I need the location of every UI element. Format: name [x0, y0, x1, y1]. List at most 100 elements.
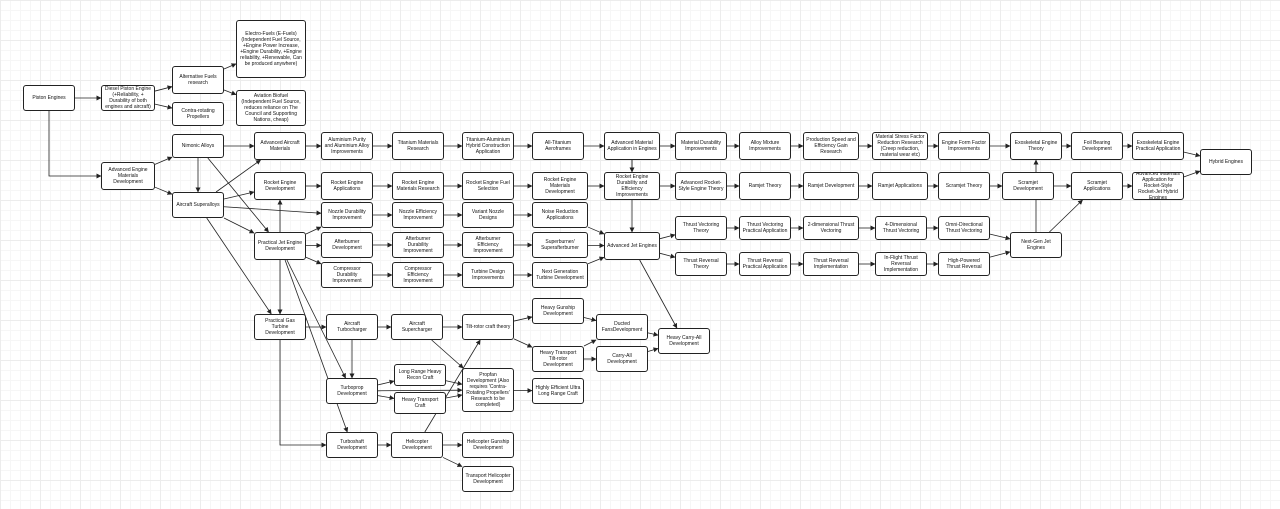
tech-node-exoskel[interactable]: Exoskeletal Engine Theory — [1010, 132, 1062, 160]
tech-node-turbinedesign[interactable]: Turbine Design Improvements — [462, 262, 514, 288]
tech-node-ramjetapp[interactable]: Ramjet Applications — [872, 172, 928, 200]
tech-node-efficientultra[interactable]: Highly Efficient Ultra Long Range Craft — [532, 378, 584, 404]
tech-node-prodspeed[interactable]: Production Speed and Efficiency Gain Res… — [803, 132, 859, 160]
tech-node-turbocharger[interactable]: Aircraft Turbocharger — [326, 314, 378, 340]
tech-node-ductedfans[interactable]: Ducted FansDevelopment — [596, 314, 648, 340]
tech-node-heavytransport[interactable]: Heavy Transport Craft — [394, 392, 446, 414]
tech-node-noise[interactable]: Noise Reduction Applications — [532, 202, 588, 228]
tech-node-alltitanium[interactable]: All-Titanium Aeroframes — [532, 132, 584, 160]
tech-node-rocketdur[interactable]: Rocket Engine Durability and Efficiency … — [604, 172, 660, 200]
tech-node-superalloys[interactable]: Aircraft Superalloys — [172, 192, 224, 218]
tech-node-tvtheory[interactable]: Thrust Vectoring Theory — [675, 216, 727, 240]
tech-node-hybrid[interactable]: Hybrid Engines — [1200, 149, 1252, 175]
tech-node-advjet[interactable]: Advanced Jet Engines — [604, 232, 660, 260]
tech-node-supercharger[interactable]: Aircraft Supercharger — [391, 314, 443, 340]
tech-node-superburner[interactable]: Superburner/ Superafterburner — [532, 232, 588, 258]
tech-node-ramjetdev[interactable]: Ramjet Development — [803, 172, 859, 200]
edge-advmatrocket-to-hybrid — [1183, 170, 1201, 178]
tech-node-tialhybrid[interactable]: Titanium-Aluminium Hybrid Construction A… — [462, 132, 514, 160]
tech-node-advmat[interactable]: Advanced Engine Materials Development — [101, 162, 155, 190]
tech-node-label: Compressor Efficiency Improvement — [403, 266, 433, 284]
tech-node-trinflight[interactable]: In-Flight Thrust Reversal Implementation — [875, 252, 927, 276]
tech-node-scramtheory[interactable]: Scramjet Theory — [938, 172, 990, 200]
tech-node-abeff[interactable]: Afterburner Efficiency Improvement — [462, 232, 514, 258]
tech-node-trapp[interactable]: Thrust Reversal Practical Application — [739, 252, 791, 276]
tech-node-tv2d[interactable]: 2-dimensional Thrust Vectoring — [803, 216, 859, 240]
tech-node-practjet[interactable]: Practical Jet Engine Development — [254, 232, 306, 260]
tech-node-heligunship[interactable]: Helicopter Gunship Development — [462, 432, 514, 458]
tech-node-label: Titanium-Aluminium Hybrid Construction A… — [466, 137, 510, 155]
tech-node-heavygunship[interactable]: Heavy Gunship Development — [532, 298, 584, 324]
tech-node-trhigh[interactable]: High-Powered Thrust Reversal — [938, 252, 990, 276]
tech-node-afterburner[interactable]: Afterburner Development — [321, 232, 373, 258]
tech-node-rocketdev[interactable]: Rocket Engine Development — [254, 172, 306, 200]
tech-node-tv4d[interactable]: 4-Dimensional Thrust Vectoring — [875, 216, 927, 240]
edge-tvomni-to-nextgenjet — [989, 233, 1011, 241]
tech-node-rocketfuel[interactable]: Rocket Engine Fuel Selection — [462, 172, 514, 200]
tech-node-nextgenturbine[interactable]: Next Generation Turbine Development — [532, 262, 588, 288]
tech-node-nozzleeff[interactable]: Nozzle Efficiency Improvement — [392, 202, 444, 228]
tech-node-nimonic[interactable]: Nimonic Alloys — [172, 134, 224, 158]
tech-node-trtheory[interactable]: Thrust Reversal Theory — [675, 252, 727, 276]
tech-node-abdur[interactable]: Afterburner Durability Improvement — [392, 232, 444, 258]
tech-node-practgas[interactable]: Practical Gas Turbine Development — [254, 314, 306, 340]
tech-node-alloymix[interactable]: Alloy Mixture Improvements — [739, 132, 791, 160]
tech-node-foilbearing[interactable]: Foil Bearing Development — [1071, 132, 1123, 160]
tech-node-turboshaft[interactable]: Turboshaft Development — [326, 432, 378, 458]
tech-node-advmatrocket[interactable]: Advanced Materials Application for Rocke… — [1132, 172, 1184, 200]
edge-advmat-to-nimonic — [154, 156, 173, 165]
tech-node-exoskelapp[interactable]: Exoskeletal Engine Practical Application — [1132, 132, 1184, 160]
tech-node-label: Exoskeletal Engine Theory — [1014, 140, 1058, 152]
tech-node-carryall[interactable]: Carry-All Development — [596, 346, 648, 372]
tech-node-rocketmat[interactable]: Rocket Engine Materials Research — [392, 172, 444, 200]
edge-turboprop-to-heavytransport — [377, 395, 395, 401]
tech-node-tiltrotor[interactable]: Tilt-rotor craft theory — [462, 314, 514, 340]
tech-node-contra[interactable]: Contra-rotating Propellers — [172, 102, 224, 126]
tech-node-rocketapp[interactable]: Rocket Engine Applications — [321, 172, 373, 200]
tech-node-label: Helicopter Development — [402, 439, 432, 451]
edge-altfuels-to-efuels — [223, 63, 237, 70]
tech-node-titmat[interactable]: Titanium Materials Research — [392, 132, 444, 160]
tech-node-transheli[interactable]: Transport Helicopter Development — [462, 466, 514, 492]
tech-node-scramapp[interactable]: Scramjet Applications — [1071, 172, 1123, 200]
tech-node-helicopter[interactable]: Helicopter Development — [391, 432, 443, 458]
tech-node-piston[interactable]: Piston Engines — [23, 85, 75, 111]
tech-node-diesel[interactable]: Diesel Piston Engine (+Reliability, + Du… — [101, 85, 155, 111]
tech-node-heavytransporttilt[interactable]: Heavy Transport Tilt-rotor Development — [532, 346, 584, 372]
tech-node-label: Material Stress Factor Reduction Researc… — [875, 134, 925, 158]
tech-node-aluminium[interactable]: Aluminium Purity and Aluminium Alloy Imp… — [321, 132, 373, 160]
edge-heavytransporttilt-to-ductedfans — [583, 339, 597, 347]
tech-node-tvapp[interactable]: Thrust Vectoring Practical Application — [739, 216, 791, 240]
edge-heavygunship-to-ductedfans — [583, 316, 597, 322]
tech-node-label: Practical Gas Turbine Development — [265, 318, 295, 336]
tech-node-compeff[interactable]: Compressor Efficiency Improvement — [392, 262, 444, 288]
edge-practgas-to-turboshaft — [279, 340, 327, 448]
tech-node-nextgenjet[interactable]: Next-Gen Jet Engines — [1010, 232, 1062, 258]
tech-node-longrange[interactable]: Long Range Heavy Recon Craft — [394, 364, 446, 386]
tech-node-label: Thrust Reversal Theory — [683, 258, 719, 270]
tech-node-formfactor[interactable]: Engine Form Factor Improvements — [938, 132, 990, 160]
tech-node-advrocket[interactable]: Advanced Rocket-Style Engine Theory — [675, 172, 727, 200]
tech-node-trimpl[interactable]: Thrust Reversal Implementation — [803, 252, 859, 276]
tech-node-matdur[interactable]: Material Durability Improvements — [675, 132, 727, 160]
tech-node-matstress[interactable]: Material Stress Factor Reduction Researc… — [872, 132, 928, 160]
tech-node-nozzledur[interactable]: Nozzle Durability Improvement — [321, 202, 373, 228]
edge-advjet-to-trtheory — [659, 252, 676, 259]
tech-node-rocketmatdev[interactable]: Rocket Engine Materials Development — [532, 172, 588, 200]
tech-node-turboprop[interactable]: Turboprop Development — [326, 378, 378, 404]
tech-node-variantnozzle[interactable]: Variant Nozzle Designs — [462, 202, 514, 228]
tech-node-tvomni[interactable]: Omni-Directional Thrust Vectoring — [938, 216, 990, 240]
tech-node-advmatapp[interactable]: Advanced Material Application in Engines — [604, 132, 660, 160]
tech-node-heavycarryall[interactable]: Heavy Carry-All Development — [658, 328, 710, 354]
tech-node-scramdev[interactable]: Scramjet Development — [1002, 172, 1054, 200]
tech-node-efuels[interactable]: Electro-Fuels (E-Fuels) (Independent Fue… — [236, 20, 306, 78]
tech-node-label: Turboprop Development — [337, 385, 367, 397]
tech-node-compdur[interactable]: Compressor Durability Improvement — [321, 262, 373, 288]
edge-piston-to-advmat — [48, 111, 102, 179]
tech-node-biofuel[interactable]: Aviation Biofuel (Independent Fuel Sourc… — [236, 90, 306, 126]
tech-node-propfan[interactable]: Propfan Development (Also requires 'Cont… — [462, 368, 514, 412]
tech-node-ramjettheory[interactable]: Ramjet Theory — [739, 172, 791, 200]
tech-node-label: Afterburner Durability Improvement — [403, 236, 433, 254]
tech-node-altfuels[interactable]: Alternative Fuels research — [172, 66, 224, 94]
tech-node-advaircraftmat[interactable]: Advanced Aircraft Materials — [254, 132, 306, 160]
